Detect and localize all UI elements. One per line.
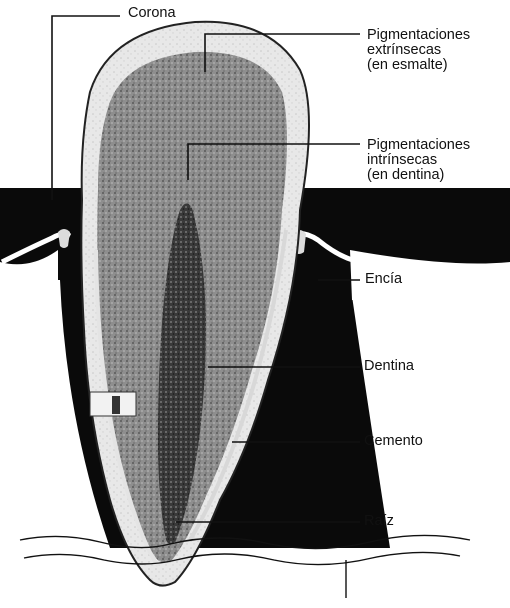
label-line: Pigmentaciones xyxy=(367,28,510,43)
label-line: (en esmalte) xyxy=(367,58,510,73)
label-encia: Encía xyxy=(365,272,402,287)
label-pigmentaciones-intrinsecas: Pigmentaciones intrínsecas (en dentina) xyxy=(367,138,510,183)
label-raiz: Raíz xyxy=(364,514,394,529)
label-line: extrínsecas xyxy=(367,43,510,58)
label-cemento: Cemento xyxy=(364,434,423,449)
label-line: intrínsecas xyxy=(367,153,510,168)
label-dentina: Dentina xyxy=(364,359,414,374)
label-line: Pigmentaciones xyxy=(367,138,510,153)
label-pigmentaciones-extrinsecas: Pigmentaciones extrínsecas (en esmalte) xyxy=(367,28,510,73)
label-corona: Corona xyxy=(128,6,176,21)
label-line: (en dentina) xyxy=(367,168,510,183)
